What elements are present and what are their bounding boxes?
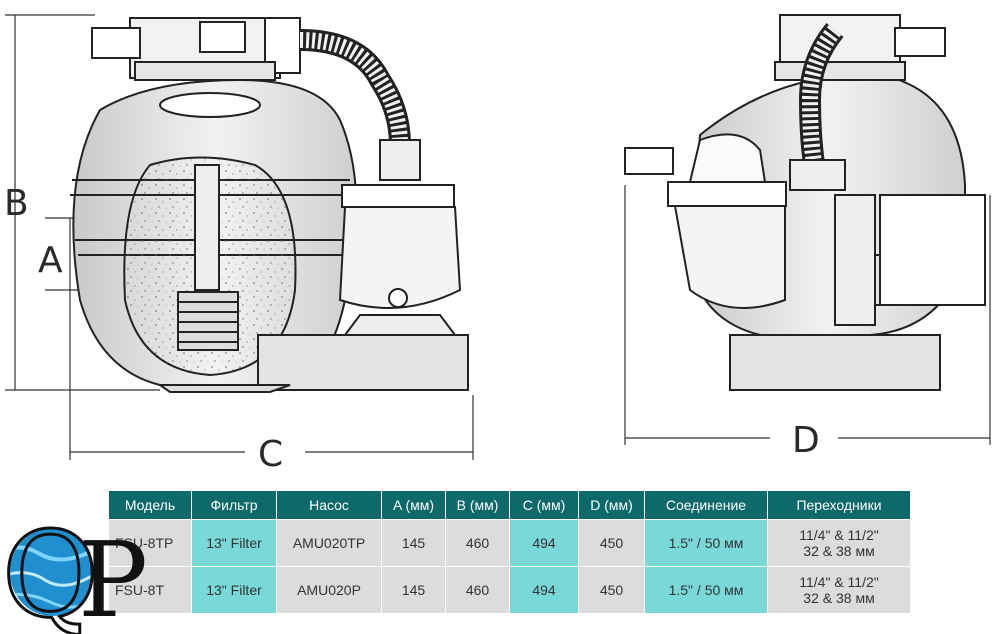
- header-model: Модель: [109, 491, 191, 519]
- cell-model: FSU-8TP: [109, 520, 191, 566]
- pump: [338, 184, 462, 336]
- label-a: A: [38, 240, 63, 281]
- cell-d: 450: [579, 567, 644, 613]
- logo-letter-p: P: [78, 519, 148, 634]
- cell-adapters: 11/4" & 11/2"32 & 38 мм: [768, 520, 910, 566]
- cell-a: 145: [382, 520, 445, 566]
- cell-filter: 13" Filter: [192, 520, 276, 566]
- dimension-b-line: [5, 14, 160, 391]
- cell-filter: 13" Filter: [192, 567, 276, 613]
- cell-adapters: 11/4" & 11/2"32 & 38 мм: [768, 567, 910, 613]
- front-view: [5, 14, 474, 460]
- cell-a: 145: [382, 567, 445, 613]
- header-d: D (мм): [579, 491, 644, 519]
- spec-table: Модель Фильтр Насос A (мм) B (мм) C (мм)…: [108, 490, 911, 614]
- cell-connection: 1.5" / 50 мм: [645, 520, 767, 566]
- adapters-line-1: 11/4" & 11/2": [799, 527, 879, 543]
- adapters-line-2: 32 & 38 мм: [803, 543, 875, 559]
- header-c: C (мм): [510, 491, 578, 519]
- cell-model: FSU-8T: [109, 567, 191, 613]
- label-d: D: [792, 420, 820, 461]
- header-adapters: Переходники: [768, 491, 910, 519]
- header-a: A (мм): [382, 491, 445, 519]
- logo-letter-q: Q: [2, 512, 99, 634]
- label-b: B: [4, 183, 29, 224]
- cell-b: 460: [446, 567, 509, 613]
- table-row: FSU-8T 13" Filter AMU020P 145 460 494 45…: [109, 567, 910, 613]
- cell-c: 494: [510, 520, 578, 566]
- multiport-valve: [91, 17, 301, 81]
- side-view: [624, 14, 991, 445]
- dimension-d-line: [624, 185, 991, 445]
- cell-pump: AMU020P: [277, 567, 381, 613]
- qp-logo: Q P: [1, 512, 148, 634]
- label-c: C: [258, 434, 283, 475]
- cell-connection: 1.5" / 50 мм: [645, 567, 767, 613]
- header-filter: Фильтр: [192, 491, 276, 519]
- dimension-c-line: [69, 290, 474, 460]
- header-b: B (мм): [446, 491, 509, 519]
- table-row: FSU-8TP 13" Filter AMU020TP 145 460 494 …: [109, 520, 910, 566]
- adapters-line-2: 32 & 38 мм: [803, 590, 875, 606]
- pump-motor: [834, 194, 876, 326]
- water-fill-icon: [10, 528, 94, 616]
- technical-drawing: B A C D: [4, 14, 991, 475]
- adapters-line-1: 11/4" & 11/2": [799, 574, 879, 590]
- cell-b: 460: [446, 520, 509, 566]
- header-connection: Соединение: [645, 491, 767, 519]
- cell-c: 494: [510, 567, 578, 613]
- pump-base: [257, 334, 469, 391]
- cell-pump: AMU020TP: [277, 520, 381, 566]
- table-header-row: Модель Фильтр Насос A (мм) B (мм) C (мм)…: [109, 491, 910, 519]
- cell-d: 450: [579, 520, 644, 566]
- side-base: [729, 334, 941, 391]
- header-pump: Насос: [277, 491, 381, 519]
